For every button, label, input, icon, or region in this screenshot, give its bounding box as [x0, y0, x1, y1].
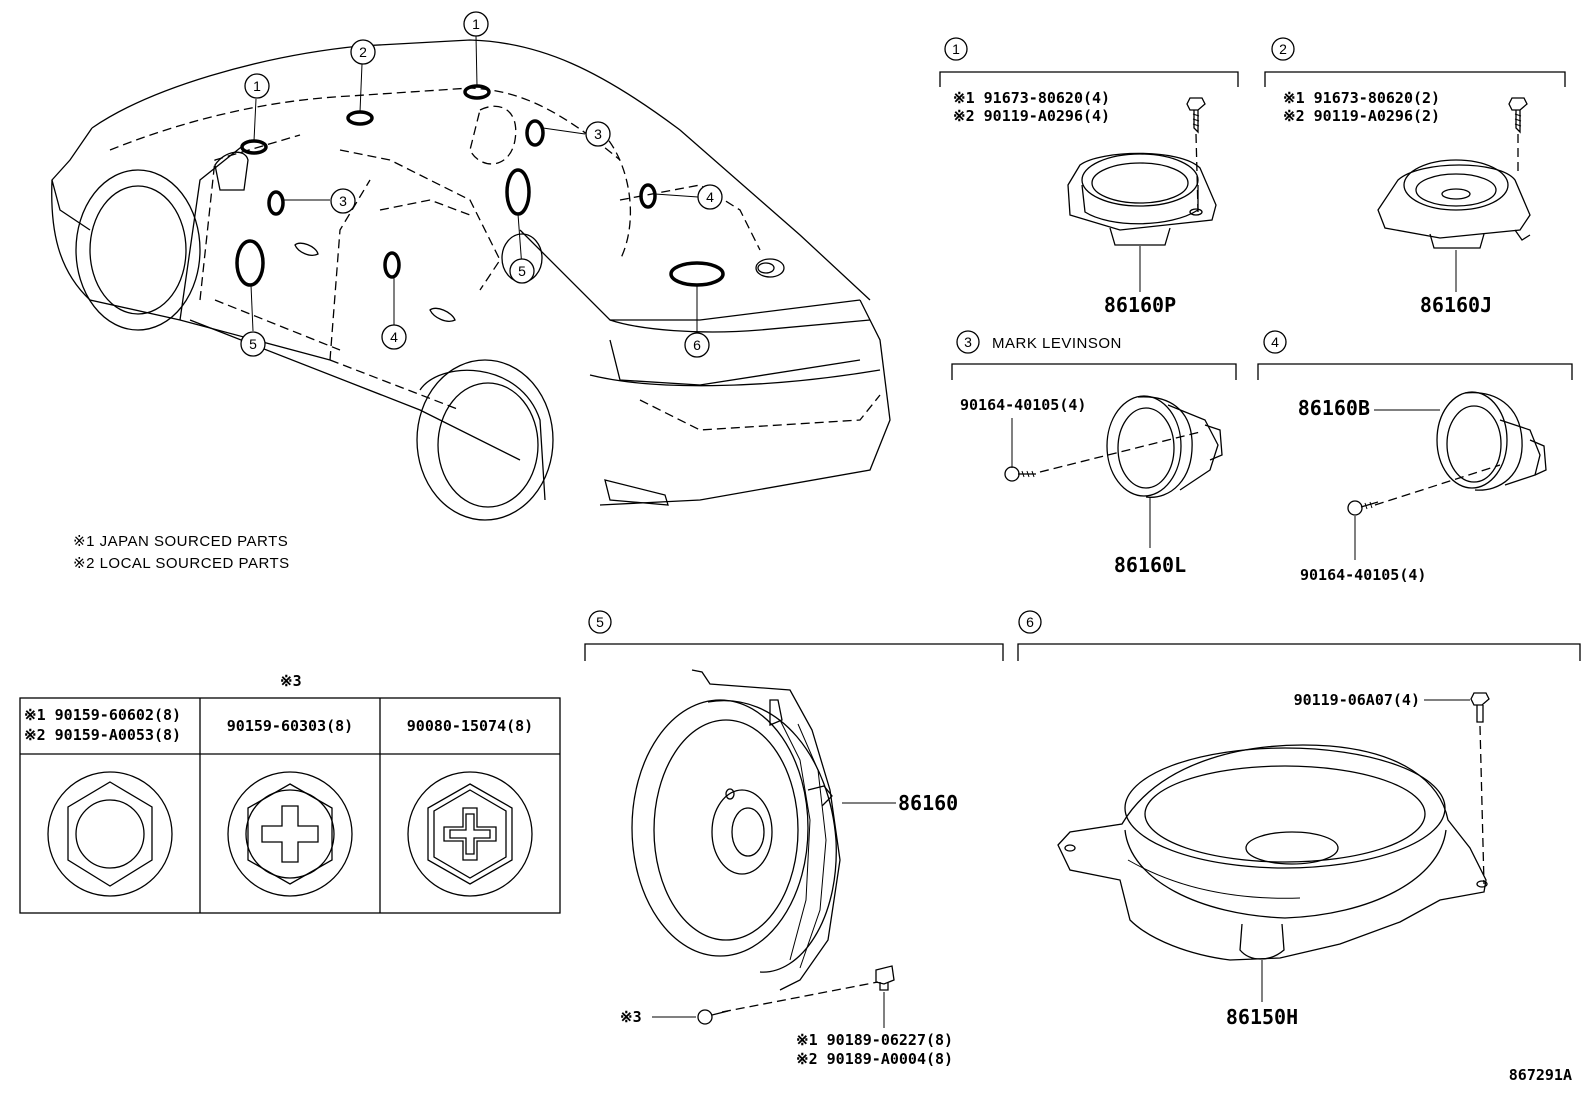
svg-text:1: 1: [472, 16, 480, 32]
callout-circle: 2: [350, 39, 376, 65]
svg-text:MARK LEVINSON: MARK LEVINSON: [992, 335, 1122, 352]
screw-icon: [1186, 97, 1206, 134]
speaker-86160B-icon: [1436, 391, 1547, 491]
svg-text:4: 4: [1271, 334, 1279, 350]
callout-circle: 3: [330, 188, 356, 214]
svg-text:90119-06A07(4): 90119-06A07(4): [1294, 691, 1420, 709]
screw-icon: [697, 1009, 729, 1025]
svg-text:86160: 86160: [898, 791, 958, 815]
car-illustration: 1 2 1 3 3 4 4 5 5 6: [51, 11, 891, 521]
svg-text:2: 2: [359, 44, 367, 60]
screw-icon: [1004, 466, 1036, 482]
speaker-86160P-icon: [1067, 152, 1217, 246]
svg-text:6: 6: [693, 337, 701, 353]
callout-circle: 5: [240, 331, 266, 357]
svg-text:86160B: 86160B: [1298, 396, 1370, 420]
svg-text:86150H: 86150H: [1226, 1005, 1298, 1029]
svg-text:90164-40105(4): 90164-40105(4): [960, 396, 1086, 414]
diagram-id: 867291A: [1509, 1066, 1572, 1084]
svg-text:※1 91673-80620(2): ※1 91673-80620(2): [1283, 89, 1440, 107]
svg-text:※2 90159-A0053(8): ※2 90159-A0053(8): [24, 726, 181, 744]
group-5-door-woofer: 5 86160 ※3 ※1 90189-06227(8): [584, 610, 1004, 1068]
svg-text:4: 4: [706, 189, 714, 205]
speaker-86160J-icon: [1377, 159, 1531, 249]
callout-circle: 4: [381, 324, 407, 350]
svg-text:90080-15074(8): 90080-15074(8): [407, 717, 533, 735]
svg-text:1: 1: [952, 41, 960, 57]
fastener-table: ※3 ※1 90159-60602(8) ※2 90159-A0053(8) 9…: [19, 672, 561, 914]
group-6-rear-subwoofer: 6 90119-06A07(4) 86150H: [1017, 610, 1581, 1029]
svg-text:86160P: 86160P: [1104, 293, 1176, 317]
svg-text:※2 90189-A0004(8): ※2 90189-A0004(8): [796, 1050, 953, 1068]
svg-text:※3: ※3: [620, 1008, 642, 1026]
screw-icon: [1508, 97, 1528, 134]
svg-text:1: 1: [253, 78, 261, 94]
callout-circle: 6: [684, 332, 710, 358]
svg-text:90159-60303(8): 90159-60303(8): [227, 717, 353, 735]
svg-text:※2 90119-A0296(4): ※2 90119-A0296(4): [953, 107, 1110, 125]
speaker-86160L-icon: [1106, 395, 1223, 498]
svg-text:2: 2: [1279, 41, 1287, 57]
svg-text:3: 3: [594, 126, 602, 142]
hex-phillips-bolt-icon: [407, 771, 533, 897]
callout-circle: 3: [585, 121, 611, 147]
svg-text:86160L: 86160L: [1114, 553, 1186, 577]
callout-circle: 5: [509, 258, 535, 284]
svg-text:4: 4: [390, 329, 398, 345]
svg-text:3: 3: [964, 334, 972, 350]
group-2-dash-center-speaker: 2 ※1 91673-80620(2) ※2 90119-A0296(2) 86…: [1264, 37, 1566, 317]
group-1-front-door-tweeter: 1 ※1 91673-80620(4) ※2 90119-A0296(4) 86…: [939, 37, 1239, 317]
svg-text:90164-40105(4): 90164-40105(4): [1300, 566, 1426, 584]
group-4-rear-door-speaker: 4 86160B 90164-40105(4): [1257, 330, 1573, 584]
svg-text:※1 91673-80620(4): ※1 91673-80620(4): [953, 89, 1110, 107]
callout-circle: 1: [244, 73, 270, 99]
svg-text:※1 90159-60602(8): ※1 90159-60602(8): [24, 706, 181, 724]
clip-nut-icon: [875, 965, 895, 991]
speaker-86150H-icon: [1057, 744, 1488, 961]
svg-text:※1 90189-06227(8): ※1 90189-06227(8): [796, 1031, 953, 1049]
screw-icon: [1470, 692, 1490, 723]
svg-text:※3: ※3: [280, 672, 302, 690]
svg-text:※2 90119-A0296(2): ※2 90119-A0296(2): [1283, 107, 1440, 125]
note-japan-sourced: ※1 JAPAN SOURCED PARTS: [73, 533, 288, 550]
screw-icon: [1347, 500, 1379, 516]
svg-text:5: 5: [249, 336, 257, 352]
svg-text:5: 5: [518, 263, 526, 279]
group-3-mark-levinson-speaker: 3 MARK LEVINSON 90164-40105(4) 86160L: [951, 330, 1237, 577]
speaker-86160-icon: [631, 669, 841, 991]
callout-circle: 1: [463, 11, 489, 37]
svg-text:3: 3: [339, 193, 347, 209]
hex-phillips-bolt-icon: [227, 771, 353, 897]
svg-text:5: 5: [596, 614, 604, 630]
note-local-sourced: ※2 LOCAL SOURCED PARTS: [73, 555, 290, 572]
svg-text:86160J: 86160J: [1420, 293, 1492, 317]
hex-nut-icon: [47, 771, 173, 897]
callout-circle: 4: [697, 184, 723, 210]
svg-text:6: 6: [1026, 614, 1034, 630]
